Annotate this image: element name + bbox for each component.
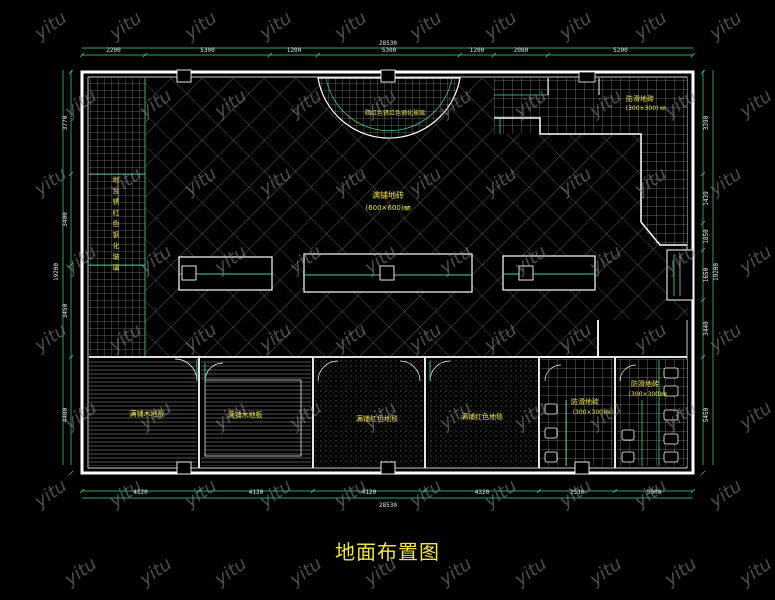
wood-room-1 — [89, 359, 197, 466]
dim-left-1: 3400 — [62, 212, 69, 227]
watermark-text: yitu — [555, 7, 596, 44]
top-right-tile-area — [494, 78, 687, 245]
watermark-text: yitu — [480, 7, 521, 44]
label-wc-right: 防滑地砖 — [631, 379, 659, 388]
watermark-text: yitu — [630, 7, 671, 44]
dim-bottom-4: 2530 — [570, 489, 585, 496]
carpet-room-1 — [315, 359, 423, 466]
dim-bottom-0: 4120 — [133, 489, 148, 496]
watermark-text: yitu — [735, 241, 775, 278]
dim-right-4: 3440 — [703, 321, 710, 336]
dim-top-3: 5300 — [382, 47, 397, 54]
dim-bottom-3: 4320 — [475, 489, 490, 496]
dim-top-6: 5200 — [613, 47, 628, 54]
watermark-text: yitu — [630, 475, 671, 512]
dim-right-2: 1850 — [703, 229, 710, 244]
watermark-text: yitu — [735, 85, 775, 122]
label-wc-right-size: (300×300)㎜ — [629, 391, 668, 398]
dim-top-5: 2080 — [514, 47, 529, 54]
label-main-hall-size: (600×600)㎜ — [365, 204, 410, 212]
dim-top-2: 1200 — [287, 47, 302, 54]
dim-bottom-1: 4120 — [249, 489, 264, 496]
label-wood-1: 满铺木地板 — [130, 409, 165, 418]
watermark-text: yitu — [330, 475, 371, 512]
label-wc-left-size: (300×300)㎜ — [573, 409, 612, 416]
label-carpet-2: 满铺红色地毯 — [461, 412, 503, 421]
watermark-text: yitu — [330, 7, 371, 44]
dim-bottom-overall: 28530 — [379, 502, 397, 509]
dim-top-0: 2200 — [106, 47, 121, 54]
label-top-right-tile: 防滑地砖 — [626, 94, 654, 103]
watermark-text: yitu — [180, 7, 221, 44]
dim-right-overall: 19200 — [713, 263, 720, 281]
dim-top-1: 5300 — [200, 47, 215, 54]
left-glass-strip — [89, 78, 145, 356]
watermark-text: yitu — [180, 475, 221, 512]
dim-right-5: 5450 — [703, 407, 710, 422]
watermark-text: yitu — [705, 319, 746, 356]
dim-right-1: 1439 — [703, 191, 710, 206]
watermark-text: yitu — [555, 475, 596, 512]
dim-right-0: 3390 — [703, 115, 710, 130]
sanitary-fixtures — [544, 367, 679, 463]
watermark-text: yitu — [105, 475, 146, 512]
dimension-lines — [62, 47, 714, 499]
dim-bottom-5: 5000 — [647, 489, 662, 496]
carpet-room-2 — [427, 359, 537, 466]
dim-right-3: 1650 — [703, 267, 710, 282]
label-carpet-1: 满铺红色地毯 — [356, 414, 398, 423]
dim-top-4: 1200 — [470, 47, 485, 54]
structural-columns — [176, 69, 590, 475]
watermark-text: yitu — [735, 397, 775, 434]
dim-left-2: 3450 — [62, 303, 69, 318]
dim-left-0: 3770 — [62, 115, 69, 130]
drawing-title: 地面布置图 — [335, 540, 440, 564]
watermark-text: yitu — [30, 475, 71, 512]
watermark-text: yitu — [705, 7, 746, 44]
dimension-ticks — [68, 52, 706, 494]
label-top-right-tile-size: (300×300) ㎜ — [626, 105, 667, 112]
watermark-text: yitu — [705, 163, 746, 200]
svg-text:地台锈红色钢化玻璃: 地台锈红色钢化玻璃 — [113, 175, 120, 272]
watermark-text: yitu — [480, 475, 521, 512]
label-arc-glass: 暗红色锈红色钢化玻璃 — [365, 109, 425, 117]
watermark-text: yitu — [30, 7, 71, 44]
label-wc-left: 防滑地砖 — [571, 397, 599, 406]
dimension-labels: 2200 5300 1200 5300 1200 2080 5200 4120 4120 4120… — [53, 47, 720, 496]
dim-left-overall: 19200 — [53, 263, 60, 281]
watermark-text: yitu — [705, 475, 746, 512]
label-wood-2: 满铺木地板 — [228, 410, 263, 419]
watermark-text: yitu — [255, 7, 296, 44]
dim-top-overall: 28530 — [379, 40, 397, 47]
label-left-strip: 地台锈红色钢化玻璃 — [113, 175, 120, 272]
dim-bottom-2: 4120 — [362, 489, 377, 496]
watermark-text: yitu — [30, 163, 71, 200]
watermark-text: yitu — [105, 7, 146, 44]
label-main-hall: 满铺地砖 — [372, 190, 404, 200]
watermark-text: yitu — [405, 475, 446, 512]
watermark-text: yitu — [255, 475, 296, 512]
arc-glass-feature — [317, 77, 461, 139]
watermark-text: yitu — [630, 319, 671, 356]
watermark-text: yitu — [405, 7, 446, 44]
watermark-text: yitu — [30, 319, 71, 356]
dim-left-3: 4400 — [62, 407, 69, 422]
